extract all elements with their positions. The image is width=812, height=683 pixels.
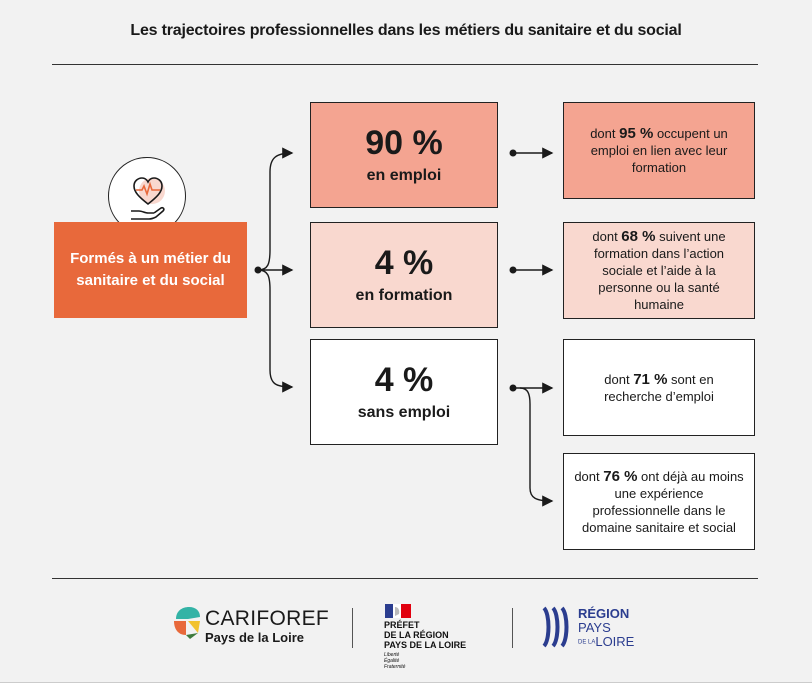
origin-dot [254,266,262,274]
cariforef-name: CARIFOREF [205,607,330,630]
detail-value: 68 % [621,228,656,245]
detail-box-1: dont 95 % occupent un emploi en lien ave… [563,102,755,199]
page-title: Les trajectoires professionnelles dans l… [130,22,682,39]
outcome-label: sans emploi [357,404,451,421]
outcome-pct: 4 % [374,244,434,282]
detail-box-3: dont 71 % sont en recherche d’emploi [563,339,755,436]
top-divider [52,64,758,65]
outcome-label: en formation [355,287,453,304]
outcome-formation: 4 % en formation [310,222,498,328]
connector-to-sans-emploi [257,269,294,393]
outcome-pct: 90 % [365,124,443,162]
dot-1 [509,149,517,157]
devise-text: Liberté Égalité Fraternité [384,652,406,670]
detail-value: 76 % [603,467,638,485]
cariforef-sub: Pays de la Loire [205,630,304,645]
region-text: RÉGION PAYS DE LALOIRE [578,606,635,649]
outcome-label: en emploi [366,167,442,184]
connector-detail-4 [519,387,554,507]
footer-separator [352,608,353,648]
dot-2 [509,266,517,274]
detail-value: 71 % [633,370,668,388]
region-logo-icon [542,606,569,648]
cariforef-logo-icon [174,607,200,639]
detail-box-4: dont 76 % ont déjà au moins une expérien… [563,453,755,550]
detail-value: 95 % [619,125,654,142]
marianne-flag-icon [385,604,411,618]
origin-box: Formés à un métier du sanitaire et du so… [54,222,247,318]
footer-separator [512,608,513,648]
prefet-text: PRÉFET DE LA RÉGION PAYS DE LA LOIRE [384,620,467,650]
dot-3 [509,384,517,392]
outcome-sans-emploi: 4 % sans emploi [310,339,498,445]
detail-box-2: dont 68 % suivent une formation dans l’a… [563,222,755,319]
origin-label: Formés à un métier du sanitaire et du so… [70,250,231,289]
connector-to-emploi [257,147,294,271]
outcome-pct: 4 % [374,361,434,399]
outcome-emploi: 90 % en emploi [310,102,498,208]
bottom-divider [52,578,758,579]
